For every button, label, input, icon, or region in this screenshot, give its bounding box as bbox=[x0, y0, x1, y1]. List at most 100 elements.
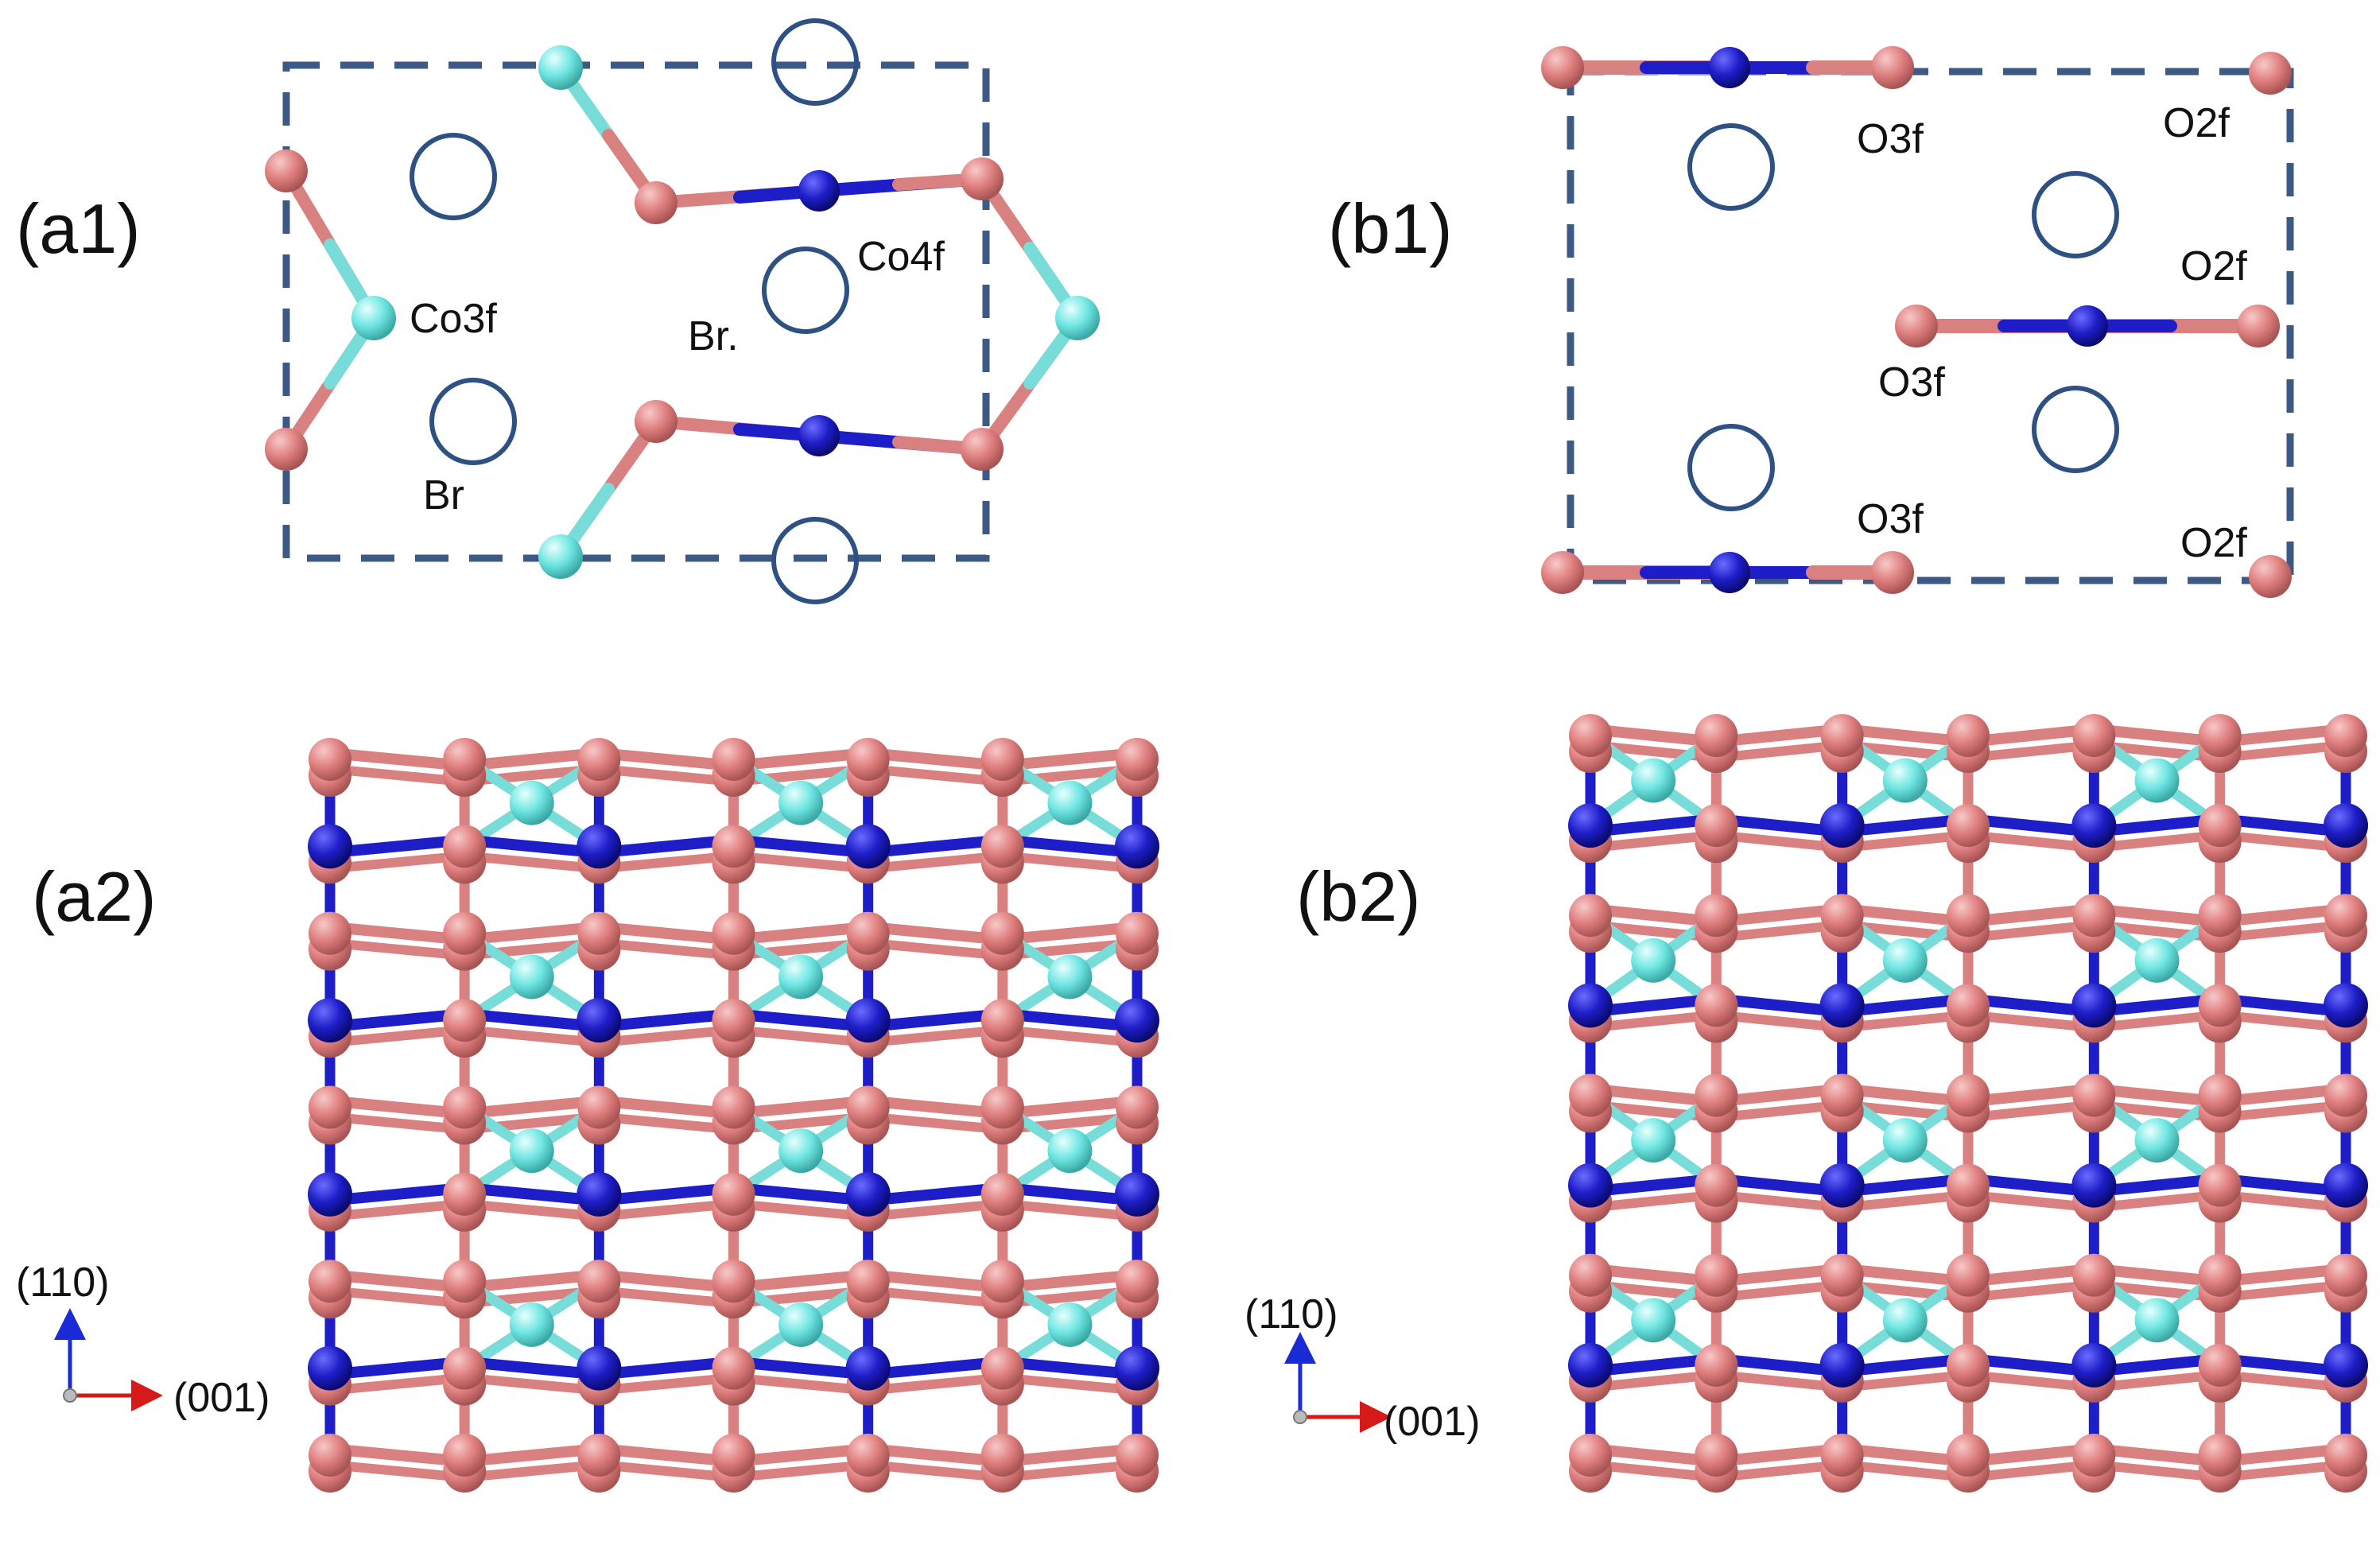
cobalt-tetrahedral-atom bbox=[1631, 937, 1676, 983]
crystal-structure-b2 bbox=[1568, 714, 2368, 1493]
cobalt-octahedral-atom bbox=[2067, 305, 2108, 347]
oxygen-atom bbox=[846, 738, 890, 781]
oxygen-atom bbox=[1947, 1163, 1990, 1207]
oxygen-atom bbox=[1820, 1253, 1864, 1297]
oxygen-atom bbox=[2198, 1343, 2242, 1387]
vacancy-site bbox=[2032, 171, 2119, 258]
atom-label-o3f-mid: O3f bbox=[1878, 359, 1945, 406]
unit-cell-a1 bbox=[282, 61, 990, 562]
vacancy-site bbox=[771, 517, 859, 604]
cobalt-tetrahedral-atom bbox=[1047, 780, 1093, 825]
bond bbox=[324, 1182, 471, 1206]
oxygen-atom bbox=[2072, 1253, 2116, 1297]
cobalt-octahedral-atom bbox=[845, 998, 891, 1043]
oxygen-atom bbox=[2324, 1434, 2367, 1477]
cobalt-tetrahedral-atom bbox=[1055, 296, 1100, 340]
bond bbox=[863, 1286, 1008, 1309]
oxygen-atom bbox=[1695, 1253, 1738, 1297]
oxygen-atom bbox=[846, 1434, 890, 1477]
cobalt-octahedral-atom bbox=[2324, 983, 2368, 1028]
bond bbox=[459, 1008, 605, 1033]
oxygen-atom bbox=[2198, 984, 2242, 1027]
bond bbox=[728, 1269, 874, 1294]
bond bbox=[325, 764, 470, 786]
oxygen-atom bbox=[980, 911, 1024, 955]
oxygen-atom bbox=[2198, 1163, 2242, 1207]
cobalt-octahedral-atom bbox=[1819, 1163, 1865, 1208]
atom-label-br-dot: Br. bbox=[688, 313, 739, 359]
atom-label-co3f: Co3f bbox=[410, 296, 497, 342]
cobalt-tetrahedral-atom bbox=[778, 780, 824, 825]
bond bbox=[996, 834, 1143, 859]
atom-label-o2f-bot: O2f bbox=[2180, 520, 2247, 566]
bond bbox=[325, 1286, 470, 1309]
bond bbox=[324, 1095, 471, 1120]
atom-label-co4f: Co4f bbox=[857, 234, 945, 280]
oxygen-atom bbox=[1695, 894, 1738, 937]
oxygen-atom bbox=[980, 738, 1024, 781]
oxygen-atom bbox=[2198, 1434, 2242, 1477]
bond bbox=[728, 1356, 874, 1380]
oxygen-atom bbox=[1871, 46, 1914, 89]
atoms-a1 bbox=[265, 45, 1100, 579]
vacancy-site bbox=[2032, 386, 2119, 473]
axis-label-110-b2: (110) bbox=[1244, 1291, 1338, 1337]
bond bbox=[593, 1443, 740, 1467]
cobalt-tetrahedral-atom bbox=[1047, 1302, 1093, 1347]
bond bbox=[325, 1198, 470, 1221]
oxygen-atom bbox=[712, 1346, 755, 1390]
oxygen-atom bbox=[980, 1085, 1024, 1129]
bond bbox=[460, 1025, 604, 1048]
atoms-b1 bbox=[1541, 46, 2292, 598]
bond bbox=[862, 834, 1008, 859]
oxygen-atom bbox=[1947, 1073, 1990, 1117]
oxygen-atom bbox=[1569, 1253, 1612, 1297]
oxygen-atom bbox=[2198, 804, 2242, 848]
vacancies-a1 bbox=[410, 18, 859, 604]
bond bbox=[863, 937, 1008, 961]
bond bbox=[594, 1286, 739, 1309]
bond bbox=[997, 1372, 1142, 1396]
bond bbox=[862, 1443, 1008, 1467]
oxygen-atom bbox=[1695, 1163, 1738, 1207]
bond bbox=[997, 1025, 1142, 1048]
bond bbox=[459, 1182, 605, 1206]
bond bbox=[863, 1460, 1008, 1482]
oxygen-atom bbox=[712, 1085, 755, 1129]
bond bbox=[459, 1443, 605, 1467]
bond bbox=[460, 1198, 604, 1221]
bond bbox=[862, 1095, 1008, 1120]
oxygen-atom bbox=[443, 1085, 487, 1129]
cobalt-octahedral-atom bbox=[1568, 1163, 1613, 1208]
bond bbox=[728, 1182, 874, 1206]
oxygen-atom bbox=[846, 1085, 890, 1129]
cobalt-tetrahedral-atom bbox=[509, 780, 554, 825]
bond bbox=[728, 1095, 874, 1120]
bond bbox=[593, 921, 740, 945]
bond bbox=[997, 851, 1142, 874]
bond bbox=[728, 1008, 874, 1033]
cobalt-tetrahedral-atom bbox=[1882, 758, 1928, 803]
bond bbox=[460, 1460, 604, 1482]
oxygen-atom bbox=[2072, 1073, 2116, 1117]
oxygen-atom bbox=[1947, 984, 1990, 1027]
bond bbox=[593, 747, 740, 771]
bond bbox=[728, 851, 873, 874]
oxygen-atom bbox=[577, 1260, 621, 1303]
oxygen-atom bbox=[2237, 305, 2280, 347]
bond bbox=[593, 1356, 740, 1380]
vacancy-site bbox=[1687, 424, 1775, 511]
cobalt-octahedral-atom bbox=[2071, 983, 2117, 1028]
axis-label-001-b2: (001) bbox=[1384, 1399, 1480, 1445]
oxygen-atom bbox=[2198, 714, 2242, 757]
oxygen-atom bbox=[309, 1434, 351, 1477]
oxygen-atom bbox=[1569, 1434, 1612, 1477]
cobalt-tetrahedral-atom bbox=[1631, 1298, 1676, 1343]
oxygen-atom bbox=[1116, 1434, 1159, 1477]
cobalt-octahedral-atom bbox=[2071, 1342, 2117, 1388]
cobalt-octahedral-atom bbox=[1819, 983, 1865, 1028]
cobalt-tetrahedral-atom bbox=[778, 1302, 824, 1347]
oxygen-atom bbox=[1871, 551, 1914, 594]
oxygen-atom bbox=[712, 825, 755, 868]
